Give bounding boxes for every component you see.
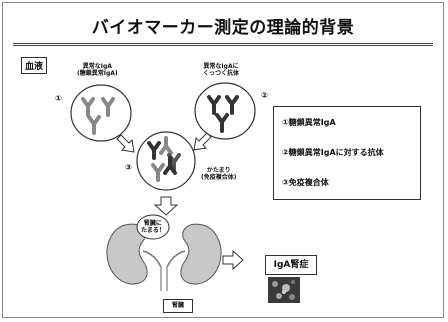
blood-label: 血液 <box>21 57 48 74</box>
arrow-down <box>153 196 179 216</box>
legend-item-3: ③免疫複合体 <box>282 178 329 187</box>
diagram-graphics <box>70 82 300 303</box>
iga-nephropathy-label: IgA腎症 <box>265 255 317 275</box>
immune-complex-circle <box>136 131 196 191</box>
tissue-image <box>268 277 300 303</box>
label-number-1: ① <box>55 94 62 103</box>
kidney-illustration <box>106 223 222 291</box>
immune-complex-icons <box>147 136 181 182</box>
arrow-right <box>222 249 244 271</box>
antibody-icons <box>207 95 239 133</box>
title-underline <box>13 43 433 46</box>
arrow-right-to-complex <box>193 132 212 151</box>
immune-complex-note: かたまり (免疫複合体) <box>201 167 237 181</box>
antibody-note: 異常なIgAに くっつく抗体 <box>203 63 240 77</box>
slide-title: バイオマーカー測定の理論的背景 <box>91 18 355 38</box>
kidney-label: 腎臓 <box>163 299 193 313</box>
antibody-circle <box>194 82 256 140</box>
abnormal-iga-circle <box>70 84 132 142</box>
abnormal-iga-icons <box>81 97 115 135</box>
legend-box: ①糖鎖異常IgA ②糖鎖異常IgAに対する抗体 ③免疫複合体 <box>273 106 421 200</box>
kidney-speech-bubble <box>136 214 170 240</box>
abnormal-iga-note: 異常なIgA (糖鎖異常IgA) <box>77 63 118 77</box>
legend-item-1: ①糖鎖異常IgA <box>282 118 336 127</box>
arrow-left-to-complex <box>116 134 135 153</box>
label-number-3: ③ <box>125 163 132 172</box>
legend-item-2: ②糖鎖異常IgAに対する抗体 <box>282 148 384 157</box>
label-number-2: ② <box>261 91 268 100</box>
kidney-note: 腎臓に たまる！ <box>141 220 165 234</box>
slide: バイオマーカー測定の理論的背景 血液 <box>2 2 444 318</box>
